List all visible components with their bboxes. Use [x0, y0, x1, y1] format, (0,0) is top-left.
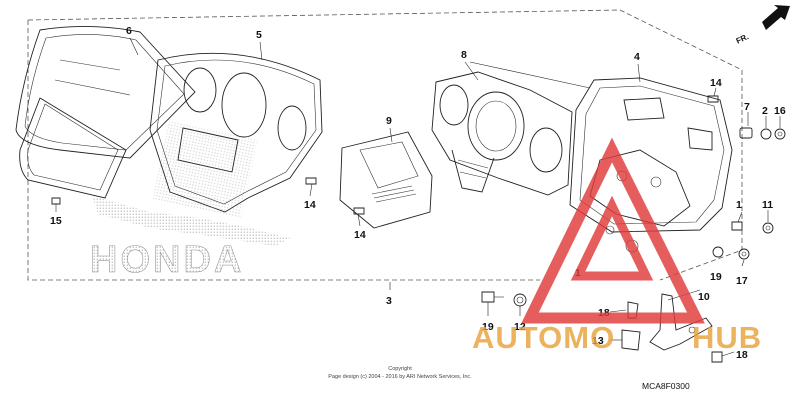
direction-label: FR.	[735, 32, 750, 46]
callout-1-right: 1	[736, 199, 742, 211]
assembly-outline	[27, 9, 743, 281]
callout-6: 6	[126, 25, 132, 37]
callout-10: 10	[698, 291, 710, 303]
callout-18-right: 18	[736, 349, 748, 361]
callout-13: 13	[592, 335, 604, 347]
copyright-line-2: Page design (c) 2004 - 2016 by ARI Netwo…	[328, 374, 472, 380]
callout-11: 11	[762, 199, 773, 211]
callout-19-left: 19	[482, 321, 494, 333]
callout-14-mid: 14	[354, 229, 366, 241]
callout-17: 17	[736, 275, 748, 287]
navigation-unit	[339, 131, 433, 229]
combination-meter	[431, 71, 573, 196]
callout-14-left: 14	[304, 199, 316, 211]
watermark-triangle	[521, 137, 705, 324]
callout-14-top: 14	[710, 77, 722, 89]
callout-16: 16	[774, 105, 786, 117]
watermark-text-part2: HUB	[692, 320, 762, 355]
honda-logo: HONDA	[90, 196, 290, 281]
meter-case	[569, 77, 733, 253]
callout-15: 15	[50, 215, 62, 227]
watermark: AUTOMO HUB	[472, 137, 762, 355]
honda-logo-text: HONDA	[90, 239, 244, 281]
callout-8: 8	[461, 49, 467, 61]
callout-19-right: 19	[710, 271, 722, 283]
meter-visor	[15, 25, 196, 199]
callout-5: 5	[256, 29, 262, 41]
callout-9: 9	[386, 115, 392, 127]
callout-7: 7	[744, 101, 750, 113]
copyright-line-1: Copyright	[388, 366, 412, 372]
meter-panel	[149, 52, 323, 219]
callout-4: 4	[634, 51, 640, 63]
callout-12: 12	[514, 321, 526, 333]
watermark-text-part1: AUTOMO	[472, 320, 615, 355]
diagram-code: MCA8F0300	[642, 381, 690, 391]
callout-3: 3	[386, 295, 392, 307]
front-direction-arrow: FR.	[735, 5, 790, 46]
callout-2: 2	[762, 105, 768, 117]
footer-text: Copyright Page design (c) 2004 - 2016 by…	[328, 366, 690, 391]
